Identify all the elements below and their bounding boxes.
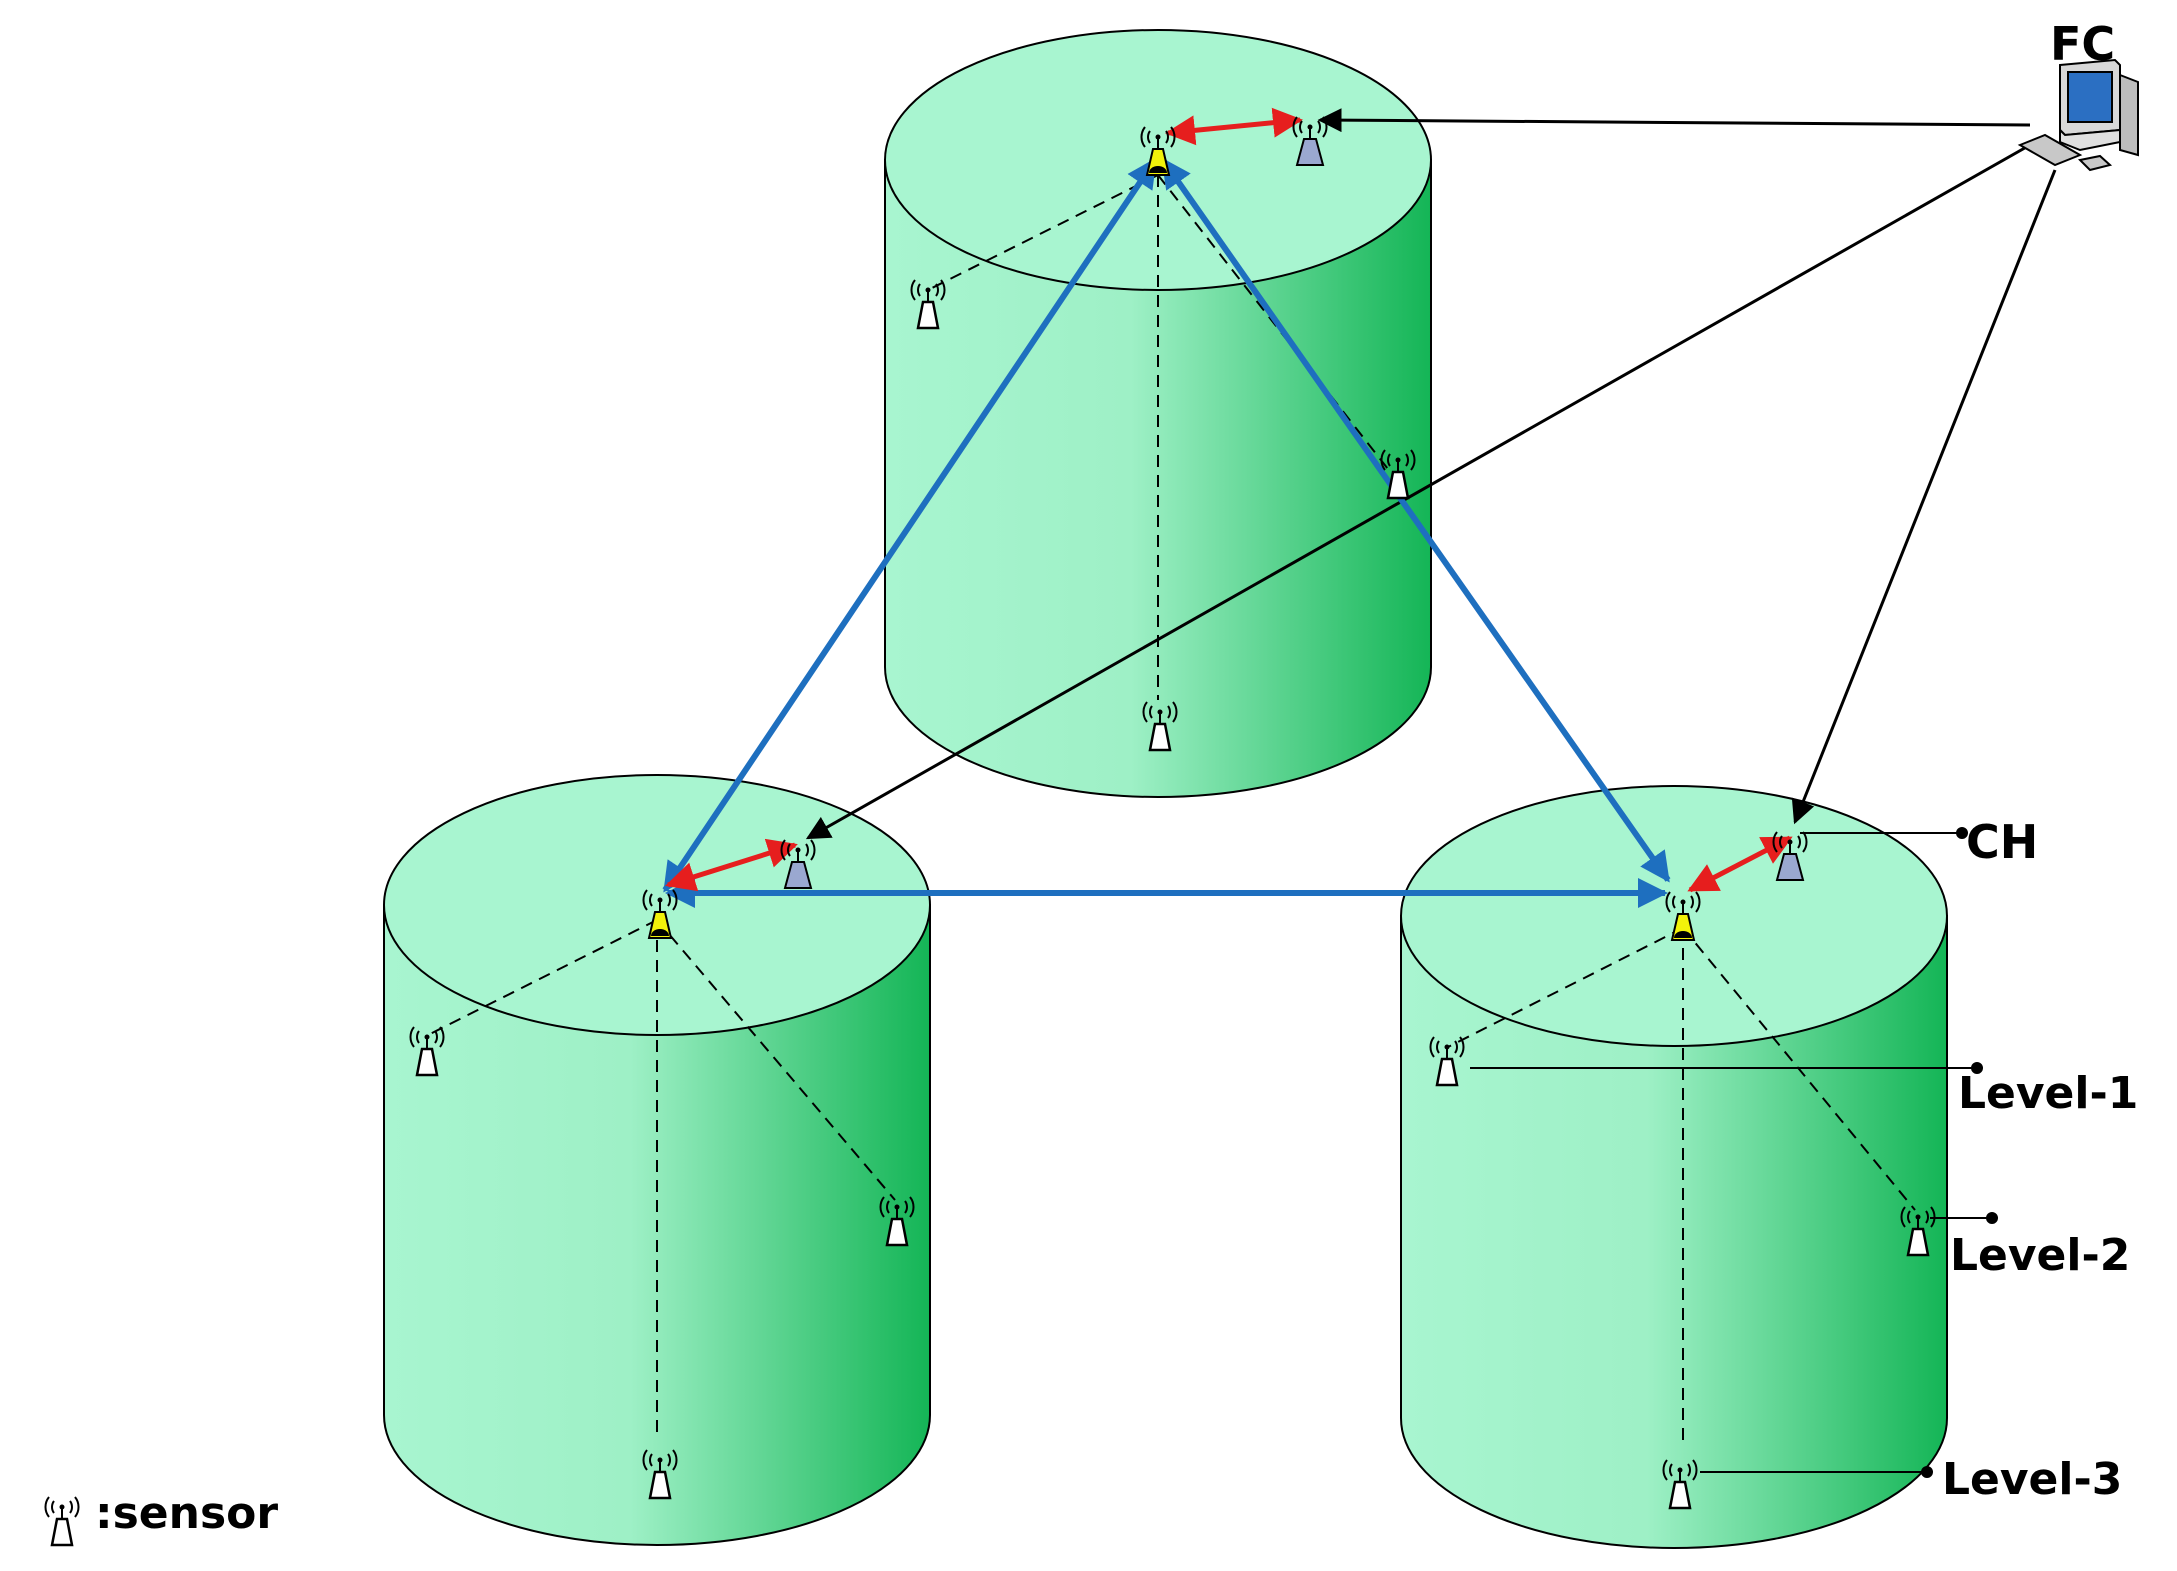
level-3-label: Level-3 (1942, 1454, 2122, 1505)
computer-icon (2017, 58, 2139, 172)
level-2-label: Level-2 (1950, 1230, 2130, 1281)
cylinder-top (1400, 785, 1948, 1047)
sensor-icon (45, 1497, 78, 1545)
fc-label: FC (2050, 17, 2115, 71)
legend-sensor-label: :sensor (95, 1488, 278, 1539)
cluster-right (1400, 785, 1948, 1549)
level-1-label: Level-1 (1958, 1068, 2138, 1119)
legend: :sensor (45, 1488, 278, 1545)
inter-cluster-links (662, 157, 1671, 908)
label-pointers (1470, 827, 1998, 1478)
ch-label: CH (1966, 815, 2038, 869)
